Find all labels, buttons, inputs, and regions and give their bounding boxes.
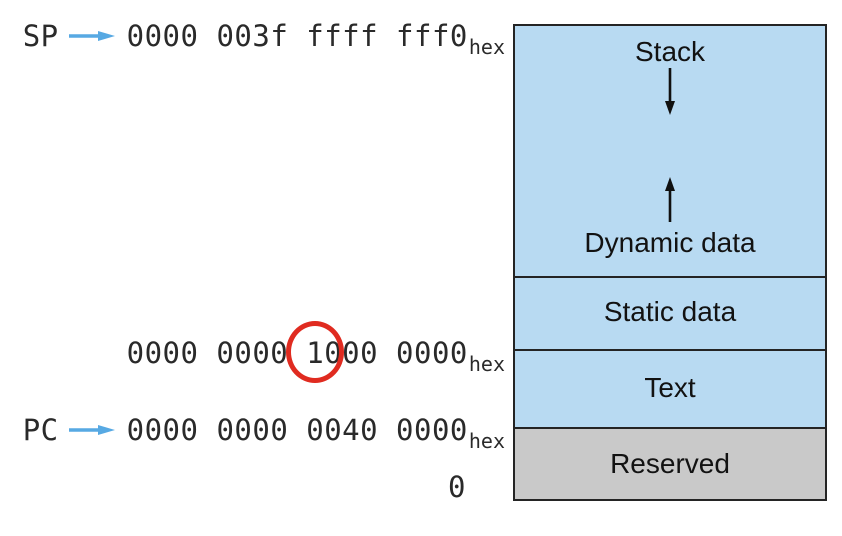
pc-pointer-line: PC 0000 0000 0040 0000 hex	[0, 413, 505, 453]
sp-register-label: SP	[22, 19, 59, 53]
section-divider	[515, 276, 825, 278]
origin-address-line: 0	[0, 470, 466, 504]
stack-section-label: Stack	[634, 36, 706, 67]
section-divider	[515, 349, 825, 351]
circled-digit: 1	[306, 336, 325, 370]
reserved-section-background	[515, 429, 825, 499]
origin-address: 0	[448, 470, 466, 504]
address-suffix: 000 0000	[324, 336, 468, 370]
sp-hex-subscript: hex	[468, 35, 505, 59]
right-arrow-icon	[68, 31, 115, 41]
arrow-up-icon	[665, 177, 675, 222]
static-data-section-label: Static data	[603, 296, 737, 327]
reserved-section-label: Reserved	[610, 448, 730, 479]
section-divider	[515, 427, 825, 429]
pc-hex-subscript: hex	[468, 429, 505, 453]
address-prefix: 0000 0000	[126, 336, 307, 370]
static-hex-subscript: hex	[468, 352, 505, 376]
text-section-label: Text	[644, 372, 696, 403]
dynamic-data-section-label: Dynamic data	[584, 227, 756, 258]
static-data-address: 0000 0000 1000 0000	[127, 336, 468, 370]
sp-pointer-line: SP 0000 003f ffff fff0 hex	[0, 19, 505, 59]
right-arrow-icon	[68, 425, 115, 435]
static-data-address-line: 0000 0000 1000 0000 hex	[0, 336, 505, 376]
sp-address: 0000 003f ffff fff0	[126, 19, 468, 53]
pc-address: 0000 0000 0040 0000	[126, 413, 468, 447]
arrow-down-icon	[665, 68, 675, 115]
pc-register-label: PC	[22, 413, 59, 447]
memory-map: Stack Dynamic data Static data Text Rese…	[513, 24, 827, 501]
